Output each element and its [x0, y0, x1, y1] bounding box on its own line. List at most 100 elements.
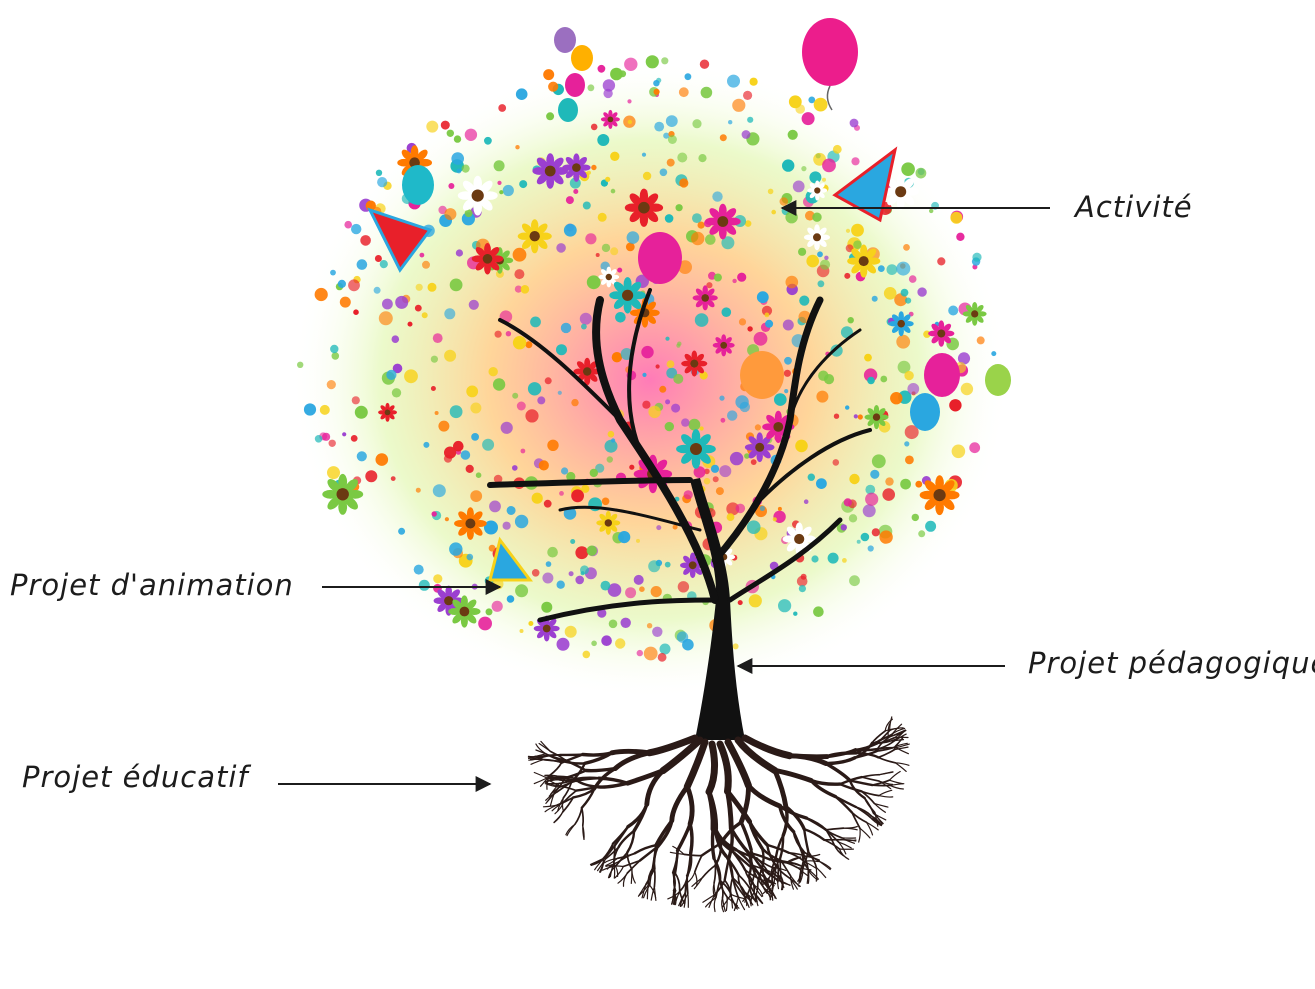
- label-activite: Activité: [1075, 190, 1193, 224]
- confetti-dot: [700, 86, 713, 99]
- confetti-dot: [853, 240, 862, 249]
- confetti-dot: [816, 390, 829, 403]
- confetti-dot: [353, 309, 359, 316]
- confetti-dot: [468, 299, 479, 310]
- confetti-dot: [706, 282, 713, 289]
- flower-icon: [457, 175, 498, 216]
- confetti-dot: [744, 453, 750, 459]
- flower-icon: [624, 188, 664, 227]
- confetti-dot: [607, 430, 615, 438]
- confetti-dot: [805, 210, 815, 221]
- confetti-dot: [365, 470, 378, 483]
- confetti-dot: [575, 575, 584, 585]
- confetti-dot: [418, 579, 430, 591]
- confetti-dot: [589, 468, 598, 478]
- confetti-dot: [795, 439, 808, 453]
- confetti-dot: [824, 255, 829, 260]
- confetti-dot: [460, 450, 471, 460]
- confetti-dot: [643, 646, 658, 661]
- confetti-dot: [663, 132, 670, 139]
- confetti-dot: [905, 455, 914, 465]
- confetti-dot: [642, 400, 651, 409]
- confetti-dot: [816, 478, 827, 489]
- confetti-dot: [767, 188, 774, 195]
- confetti-dot: [431, 511, 437, 517]
- confetti-dot: [488, 367, 498, 377]
- confetti-dot: [678, 260, 692, 274]
- confetti-dot: [471, 433, 479, 441]
- confetti-dot: [726, 502, 740, 516]
- confetti-dot: [434, 411, 439, 415]
- confetti-dot: [719, 395, 725, 401]
- confetti-dot: [785, 211, 798, 224]
- confetti-dot: [853, 414, 858, 419]
- confetti-dot: [390, 476, 396, 481]
- confetti-dot: [582, 201, 591, 210]
- confetti-dot: [879, 530, 893, 544]
- confetti-dot: [470, 402, 482, 414]
- confetti-dot: [877, 265, 885, 272]
- confetti-dot: [741, 130, 751, 139]
- flower-icon: [562, 153, 591, 182]
- confetti-dot: [819, 259, 831, 270]
- confetti-dot: [548, 81, 559, 92]
- confetti-dot: [911, 513, 919, 522]
- confetti-dot: [484, 136, 492, 145]
- confetti-dot: [453, 135, 462, 143]
- confetti-dot: [512, 247, 527, 262]
- confetti-dot: [900, 478, 911, 490]
- confetti-dot: [322, 432, 331, 441]
- confetti-dot: [354, 405, 368, 419]
- balloon-icon: [985, 364, 1011, 396]
- confetti-dot: [516, 401, 526, 411]
- confetti-dot: [705, 234, 716, 245]
- confetti-dot: [391, 335, 400, 344]
- confetti-dot: [648, 560, 661, 573]
- confetti-dot: [546, 112, 555, 121]
- confetti-dot: [907, 383, 920, 395]
- confetti-dot: [575, 546, 589, 560]
- confetti-dot: [666, 158, 675, 167]
- confetti-dot: [676, 631, 689, 643]
- confetti-dot: [692, 213, 702, 224]
- flower-icon: [598, 266, 620, 288]
- confetti-dot: [446, 129, 454, 137]
- confetti-dot: [606, 456, 613, 463]
- confetti-dot: [610, 188, 616, 194]
- confetti-dot: [413, 564, 424, 575]
- confetti-dot: [917, 287, 927, 297]
- confetti-dot: [444, 208, 457, 221]
- confetti-dot: [747, 116, 754, 123]
- flower-icon: [803, 224, 831, 251]
- confetti-dot: [502, 184, 514, 197]
- confetti-dot: [531, 492, 543, 504]
- confetti-dot: [764, 312, 770, 318]
- flower-icon: [609, 277, 646, 314]
- confetti-dot: [659, 168, 668, 177]
- flower-icon: [864, 405, 889, 430]
- confetti-dot: [715, 487, 724, 496]
- confetti-dot: [407, 321, 413, 327]
- confetti-dot: [505, 331, 512, 337]
- confetti-dot: [484, 520, 498, 535]
- confetti-dot: [530, 316, 541, 328]
- confetti-dot: [918, 530, 926, 538]
- confetti-dot: [951, 444, 966, 459]
- confetti-dot: [792, 180, 805, 193]
- confetti-dot: [514, 514, 529, 529]
- flower-icon: [928, 320, 955, 347]
- confetti-dot: [778, 599, 792, 613]
- confetti-dot: [719, 465, 732, 478]
- confetti-dot: [492, 378, 506, 391]
- confetti-dot: [774, 393, 787, 406]
- confetti-dot: [328, 439, 336, 447]
- confetti-dot: [547, 439, 559, 451]
- confetti-dot: [842, 558, 847, 563]
- confetti-dot: [699, 426, 704, 431]
- confetti-dot: [664, 214, 674, 223]
- balloon-icon: [740, 351, 784, 399]
- flower-icon: [676, 429, 716, 469]
- confetti-dot: [449, 278, 463, 292]
- confetti-dot: [659, 385, 667, 393]
- confetti-dot: [600, 580, 611, 591]
